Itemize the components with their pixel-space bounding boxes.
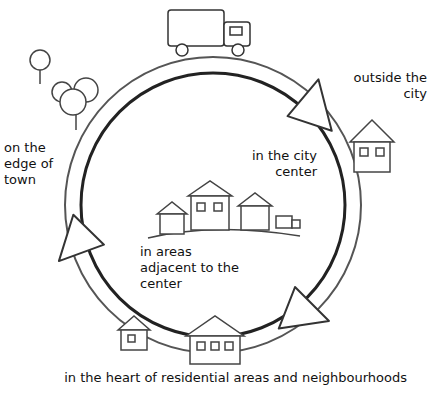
house-roof [238,193,272,206]
house-window [214,203,222,211]
truck-body [276,216,292,228]
region-label: outside the city [343,70,427,102]
ring-inner [81,73,345,337]
house-icon [350,120,394,172]
house-roof [350,120,394,142]
house-window [225,342,233,350]
house-icon [118,316,244,364]
arrow-heads [59,79,332,328]
house-window [376,148,384,156]
tree-icon [30,50,98,130]
house-body [190,336,240,364]
house-window [197,203,205,211]
region-label: in the heart of residential areas and ne… [62,370,407,386]
house-roof [157,202,187,214]
truck-wheel [176,44,188,56]
truck-wheel [232,44,244,56]
house-body [160,214,184,234]
truck-cab [224,22,250,46]
region-label: in areas adjacent to the center [140,244,252,292]
house-window [197,342,205,350]
house-roof [188,181,232,196]
truck-body [168,10,224,46]
town-icon [148,181,300,238]
truck-cab [292,220,300,228]
house-window [360,148,368,156]
arrow-head [279,287,329,329]
tree-crown [60,89,86,115]
region-label: in the city center [230,148,317,180]
arrow-head [59,215,104,261]
house-body [354,142,390,172]
house-body [241,206,269,230]
region-label: on the edge of town [4,140,58,188]
house-roof [186,316,244,336]
truck-window [230,27,242,35]
arrow-head [288,79,332,130]
house-window [128,335,135,342]
house-roof [118,316,150,330]
ring-outer [65,57,361,353]
house-body [191,196,229,230]
tree-crown [30,50,50,70]
house-body [121,330,147,350]
house-window [211,342,219,350]
truck-icon [168,10,250,56]
